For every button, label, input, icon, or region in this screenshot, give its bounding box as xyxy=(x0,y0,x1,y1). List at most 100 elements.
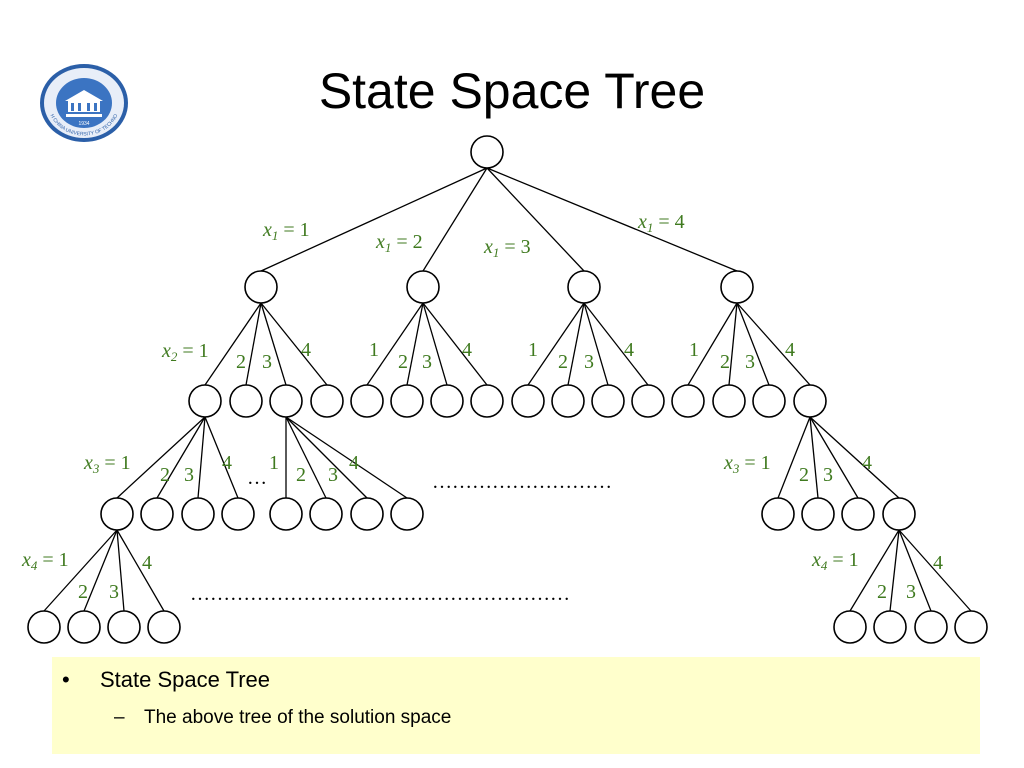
root-node xyxy=(470,135,504,169)
tree-edge xyxy=(406,302,424,386)
edge-label-x2: 4 xyxy=(462,339,472,361)
ellipsis: ………………………………………………… xyxy=(190,583,570,605)
bullet-item: •State Space Tree xyxy=(62,667,270,693)
ellipsis: ……………………… xyxy=(432,471,612,493)
level2-node xyxy=(631,384,665,418)
edge-label-x2: 1 xyxy=(369,339,379,361)
tree-edge xyxy=(898,529,972,612)
tree-edge xyxy=(245,302,262,386)
tree-edge xyxy=(116,529,165,612)
edge-label-x2: x2 = 1 xyxy=(161,340,209,364)
tree-edge xyxy=(422,302,448,386)
level4-node xyxy=(914,610,948,644)
tree-nodes xyxy=(27,135,988,644)
edge-label-x2: 4 xyxy=(301,339,311,361)
ellipsis: … xyxy=(247,467,267,489)
level1-node xyxy=(244,270,278,304)
level2-node xyxy=(229,384,263,418)
tree-edge xyxy=(527,302,585,386)
edge-label-x4: 3 xyxy=(109,581,119,603)
level4-node xyxy=(67,610,101,644)
edge-label-x3: 2 xyxy=(160,464,170,486)
sub-bullet-text: The above tree of the solution space xyxy=(144,707,452,728)
level1-node xyxy=(720,270,754,304)
edge-label-x3: 3 xyxy=(184,464,194,486)
edge-label-x3: x3 = 1 xyxy=(723,452,771,476)
edge-label-x2: 2 xyxy=(558,351,568,373)
edge-label-x3: 4 xyxy=(349,452,359,474)
edge-label-x4: 2 xyxy=(78,581,88,603)
edge-label-x4: 3 xyxy=(906,581,916,603)
tree-edge xyxy=(43,529,118,612)
level4-node xyxy=(107,610,141,644)
tree-edge xyxy=(204,302,262,386)
tree-edge xyxy=(197,416,206,499)
level3-node xyxy=(309,497,343,531)
level2-node xyxy=(793,384,827,418)
edge-label-x2: 4 xyxy=(624,339,634,361)
edge-label-x3: 2 xyxy=(296,464,306,486)
logo-year: 1934 xyxy=(78,121,89,127)
edge-label-x4: x4 = 1 xyxy=(811,549,859,573)
level4-node xyxy=(954,610,988,644)
level3-node xyxy=(390,497,424,531)
bullet-symbol: • xyxy=(62,667,70,692)
edge-label-x2: 3 xyxy=(262,351,272,373)
level4-node xyxy=(27,610,61,644)
level4-node xyxy=(147,610,181,644)
tree-edge xyxy=(366,302,424,386)
edge-label-x2: 2 xyxy=(398,351,408,373)
tree-edge xyxy=(285,416,368,499)
tree-edge xyxy=(889,529,900,612)
level2-node xyxy=(752,384,786,418)
tree-edge xyxy=(486,167,738,272)
tree-edge xyxy=(567,302,585,386)
level2-node xyxy=(712,384,746,418)
edge-label-x3: 3 xyxy=(328,464,338,486)
tree-edge xyxy=(260,302,328,386)
tree-edge xyxy=(809,416,819,499)
level3-node xyxy=(841,497,875,531)
level3-node xyxy=(140,497,174,531)
level3-node xyxy=(100,497,134,531)
notes-box: •State Space Tree –The above tree of the… xyxy=(52,657,980,754)
level2-node xyxy=(591,384,625,418)
edge-label-x4: 4 xyxy=(142,552,152,574)
edge-label-x4: x4 = 1 xyxy=(21,549,69,573)
tree-edge xyxy=(156,416,206,499)
tree-edge xyxy=(728,302,738,386)
level3-node xyxy=(350,497,384,531)
tree-edge xyxy=(285,416,408,499)
level4-node xyxy=(833,610,867,644)
tree-edge xyxy=(849,529,900,612)
edge-label-x1: x1 = 3 xyxy=(483,236,531,260)
edge-label-x2: 2 xyxy=(720,351,730,373)
tree-edge xyxy=(736,302,770,386)
tree-edge xyxy=(809,416,900,499)
sub-bullet-symbol: – xyxy=(114,707,125,728)
edge-label-x3: x3 = 1 xyxy=(83,452,131,476)
edge-label-x3: 2 xyxy=(799,464,809,486)
edge-label-x4: 4 xyxy=(933,552,943,574)
level2-node xyxy=(390,384,424,418)
level1-node xyxy=(567,270,601,304)
edge-label-x2: 3 xyxy=(422,351,432,373)
level2-node xyxy=(269,384,303,418)
level3-node xyxy=(882,497,916,531)
level2-node xyxy=(551,384,585,418)
level2-node xyxy=(470,384,504,418)
tree-edge xyxy=(285,416,327,499)
level3-node xyxy=(801,497,835,531)
edge-label-x3: 3 xyxy=(823,464,833,486)
level2-node xyxy=(671,384,705,418)
university-seal-icon: 1934 SOUTH CHINA UNIVERSITY OF TECHNOLOG… xyxy=(38,62,128,142)
edge-label-x2: 3 xyxy=(584,351,594,373)
level2-node xyxy=(188,384,222,418)
edge-label-x3: 4 xyxy=(862,452,872,474)
level1-node xyxy=(406,270,440,304)
edge-label-x2: 1 xyxy=(528,339,538,361)
level3-node xyxy=(221,497,255,531)
edge-label-x3: 4 xyxy=(222,452,232,474)
level2-node xyxy=(350,384,384,418)
